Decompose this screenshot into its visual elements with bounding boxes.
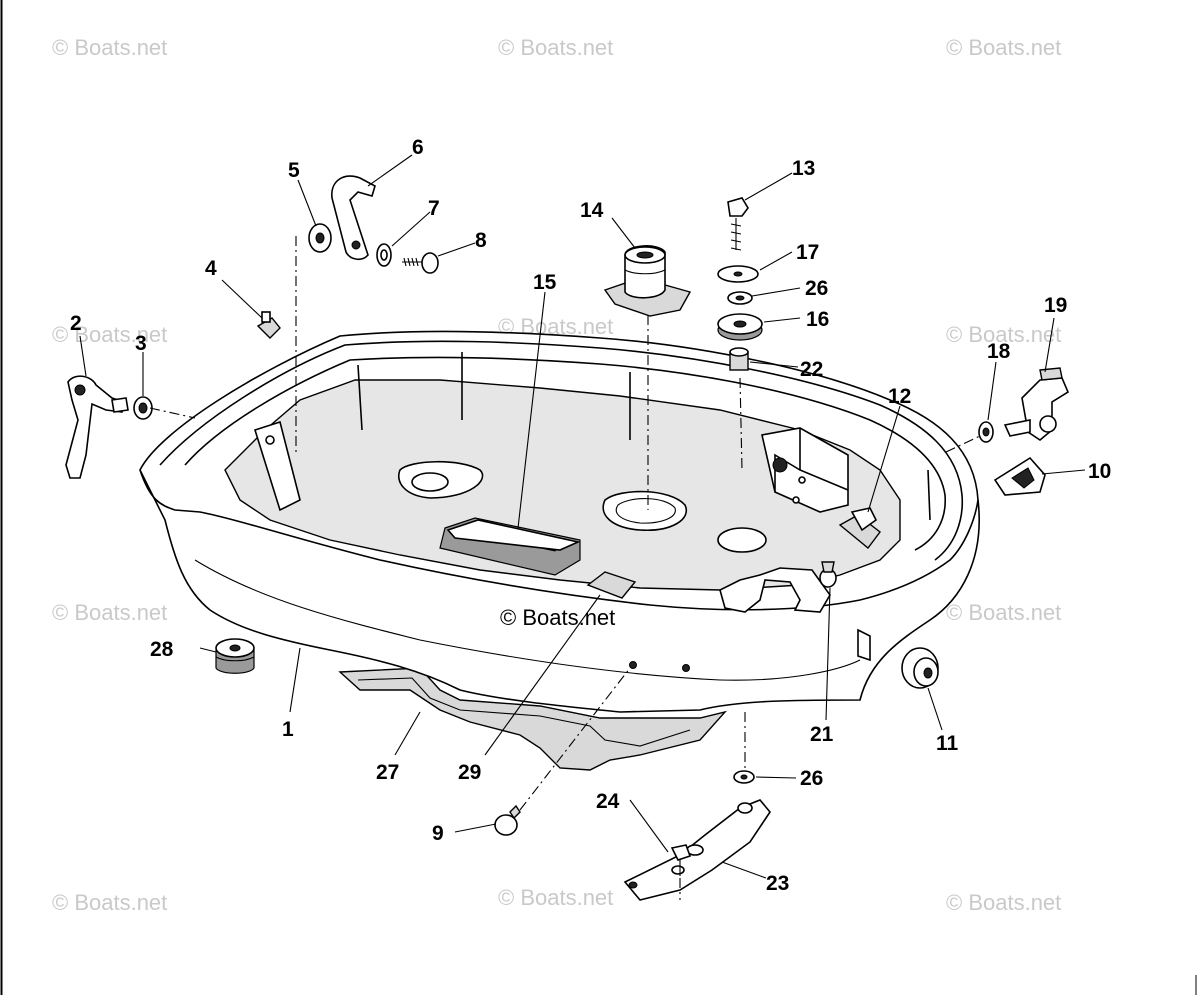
callout-labels: 1 2 3 4 5 6 7 8 9 10 11 12 13 14 15 16 1… — [70, 136, 1111, 895]
clip-7 — [376, 243, 392, 267]
callout-24: 24 — [596, 790, 620, 813]
callout-6: 6 — [412, 136, 424, 159]
watermark: © Boats.net — [52, 600, 167, 625]
washer-26-lower — [733, 770, 755, 784]
callout-1: 1 — [282, 718, 294, 741]
lower-cover-1 — [139, 330, 980, 713]
callout-23: 23 — [766, 872, 789, 895]
center-watermark: © Boats.net — [500, 605, 615, 630]
watermark: © Boats.net — [52, 322, 167, 347]
watermark: © Boats.net — [52, 890, 167, 915]
watermark: © Boats.net — [946, 322, 1061, 347]
watermark: © Boats.net — [498, 885, 613, 910]
boot-14 — [603, 245, 692, 317]
washer-17 — [717, 265, 759, 283]
callout-4: 4 — [205, 257, 217, 280]
callout-10: 10 — [1088, 460, 1111, 483]
watermark: © Boats.net — [946, 35, 1061, 60]
plug-9 — [494, 804, 521, 836]
washer-26-upper — [727, 291, 753, 305]
callout-21: 21 — [810, 723, 834, 746]
callout-15: 15 — [533, 271, 557, 294]
callout-5: 5 — [288, 159, 300, 182]
screw-4 — [256, 311, 281, 339]
callout-14: 14 — [580, 199, 604, 222]
callout-16: 16 — [806, 308, 829, 331]
grommet-16 — [717, 313, 763, 341]
watermark: © Boats.net — [498, 35, 613, 60]
latch-hook-6 — [331, 175, 376, 261]
callout-13: 13 — [792, 157, 815, 180]
stud-21 — [819, 561, 837, 588]
washer-18 — [978, 421, 994, 443]
grommet-10 — [993, 456, 1046, 496]
callout-12: 12 — [888, 385, 911, 408]
callout-2: 2 — [70, 312, 82, 335]
bracket-23 — [623, 799, 771, 901]
watermark: © Boats.net — [52, 35, 167, 60]
callout-8: 8 — [475, 229, 487, 252]
callout-27: 27 — [376, 761, 399, 784]
callout-18: 18 — [987, 340, 1011, 363]
gasket-27 — [338, 667, 728, 771]
callout-29: 29 — [458, 761, 481, 784]
callout-3: 3 — [135, 332, 147, 355]
lever-2 — [65, 375, 129, 479]
fitting-19 — [1003, 367, 1070, 441]
washer-3 — [133, 396, 153, 420]
callout-22: 22 — [800, 358, 823, 381]
callout-17: 17 — [796, 241, 819, 264]
sleeve-22 — [729, 347, 749, 371]
callout-28: 28 — [150, 638, 174, 661]
center-lines — [149, 236, 981, 900]
watermark: © Boats.net — [946, 890, 1061, 915]
washer-5 — [308, 223, 332, 253]
callout-26-lower: 26 — [800, 767, 823, 790]
grommet-11 — [901, 647, 939, 689]
bolt-13 — [727, 197, 749, 251]
bolt-8 — [402, 252, 439, 274]
callout-19: 19 — [1044, 294, 1067, 317]
callout-9: 9 — [432, 822, 444, 845]
bolt-24 — [670, 844, 692, 876]
leader-lines — [79, 154, 1086, 879]
callout-7: 7 — [428, 197, 440, 220]
callout-11: 11 — [936, 732, 959, 755]
callout-26-upper: 26 — [805, 277, 828, 300]
grommet-28 — [215, 638, 255, 674]
watermark: © Boats.net — [946, 600, 1061, 625]
